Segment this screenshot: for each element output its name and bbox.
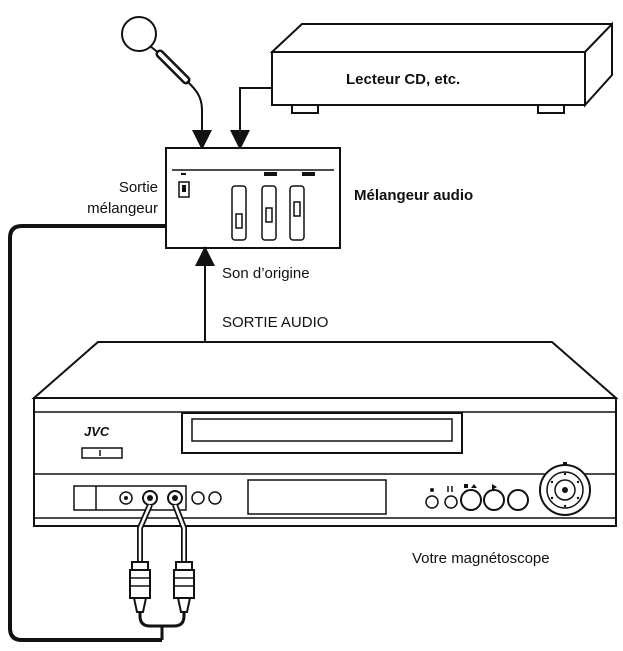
vcr-device: [31, 341, 619, 527]
mixer-output-cable: [8, 224, 166, 642]
rca-cable: [129, 503, 195, 640]
original-sound-label: Son d’origine: [222, 265, 310, 282]
microphone-icon: [121, 16, 203, 140]
cd-player-label: Lecteur CD, etc.: [346, 71, 460, 88]
cd-player-device: [269, 21, 613, 114]
mixer-output-label-line2: mélangeur: [87, 200, 158, 217]
jvc-logo: JVC: [84, 424, 110, 439]
audio-mixer-device: [165, 147, 341, 249]
mixer-label: Mélangeur audio: [354, 187, 473, 204]
mixer-output-label-line1: Sortie: [119, 179, 158, 196]
audio-out-label: SORTIE AUDIO: [222, 314, 328, 331]
vcr-label: Votre magnétoscope: [412, 550, 550, 567]
cd-to-mixer-arrow: [230, 87, 272, 150]
